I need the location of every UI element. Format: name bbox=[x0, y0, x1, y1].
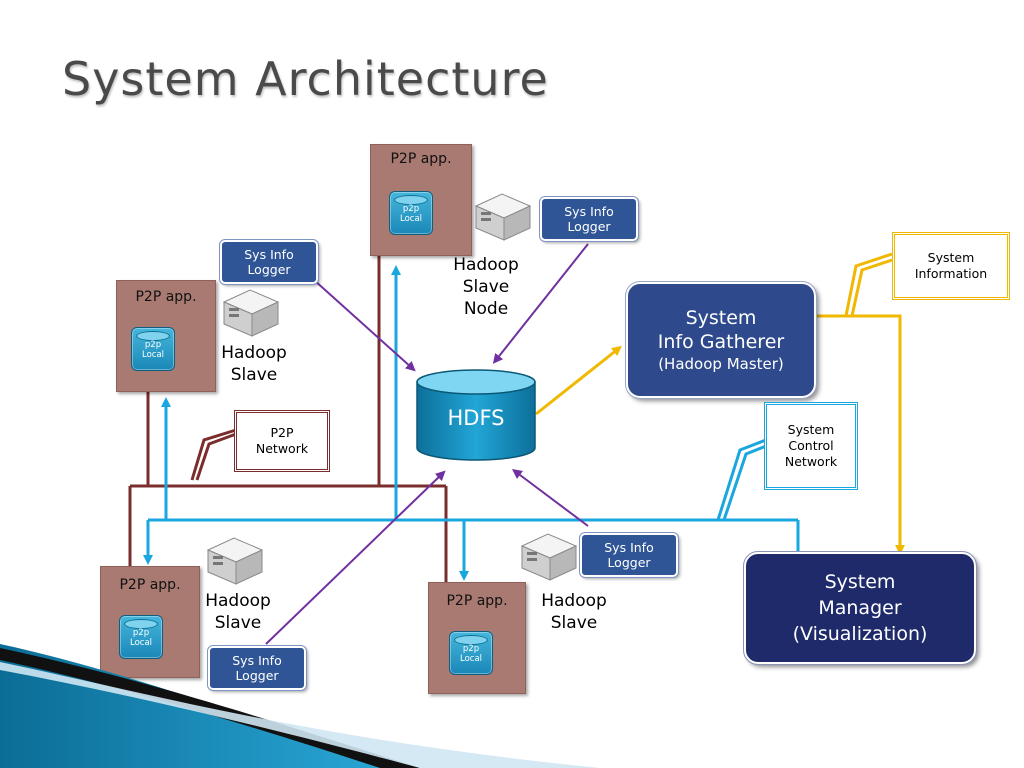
p2p-app-label: P2P app. bbox=[446, 593, 508, 609]
p2p-local-db-icon: p2p Local bbox=[131, 327, 175, 371]
hadoop-slave-label: Hadoop Slave bbox=[221, 343, 287, 385]
sys-info-logger: Sys Info Logger bbox=[219, 239, 319, 285]
p2p-local-db-icon: p2p Local bbox=[449, 631, 493, 675]
sys-info-logger: Sys Info Logger bbox=[539, 196, 639, 242]
p2p-local-db-label: p2p Local bbox=[399, 204, 423, 224]
hdfs-cylinder-icon bbox=[416, 369, 536, 461]
p2p-app-top: P2P app. p2p Local bbox=[370, 144, 472, 256]
hdfs-node: HDFS bbox=[414, 368, 538, 464]
p2p-app-label: P2P app. bbox=[119, 577, 181, 593]
hdfs-label: HDFS bbox=[447, 406, 505, 430]
sys-info-logger: Sys Info Logger bbox=[579, 532, 679, 578]
p2p-local-db-icon: p2p Local bbox=[119, 615, 163, 659]
p2p-network-lines bbox=[128, 256, 448, 582]
server-icon bbox=[222, 289, 280, 337]
p2p-local-db-icon: p2p Local bbox=[389, 191, 433, 235]
hadoop-slave-node-label: Hadoop Slave Node bbox=[453, 255, 519, 319]
system-information-callout: System Information bbox=[892, 232, 1010, 300]
gatherer-title: System Info Gatherer bbox=[657, 307, 785, 353]
p2p-local-db-label: p2p Local bbox=[459, 644, 483, 664]
hadoop-slave-label: Hadoop Slave bbox=[541, 591, 607, 633]
p2p-network-callout: P2P Network bbox=[234, 410, 330, 472]
p2p-app-label: P2P app. bbox=[390, 151, 452, 167]
control-network-lines bbox=[143, 265, 800, 581]
server-icon bbox=[520, 533, 578, 581]
system-control-network-callout: System Control Network bbox=[764, 402, 858, 490]
gatherer-subtitle: (Hadoop Master) bbox=[658, 355, 784, 373]
p2p-app-left: P2P app. p2p Local bbox=[116, 280, 216, 392]
system-manager: System Manager (Visualization) bbox=[743, 551, 977, 665]
p2p-app-label: P2P app. bbox=[135, 289, 197, 305]
system-info-gatherer: System Info Gatherer (Hadoop Master) bbox=[625, 281, 817, 399]
server-icon bbox=[206, 537, 264, 585]
p2p-app-bottom-center: P2P app. p2p Local bbox=[428, 582, 526, 694]
server-icon bbox=[474, 193, 532, 241]
p2p-app-bottom-left: P2P app. p2p Local bbox=[100, 566, 200, 678]
system-info-lines bbox=[535, 252, 905, 555]
hadoop-slave-label: Hadoop Slave bbox=[205, 591, 271, 633]
sys-info-logger: Sys Info Logger bbox=[207, 645, 307, 691]
p2p-local-db-label: p2p Local bbox=[129, 628, 153, 648]
p2p-local-db-label: p2p Local bbox=[141, 340, 165, 360]
decorative-swoosh bbox=[0, 644, 600, 768]
slide-title: System Architecture bbox=[62, 52, 549, 106]
logger-arrows bbox=[265, 243, 589, 645]
